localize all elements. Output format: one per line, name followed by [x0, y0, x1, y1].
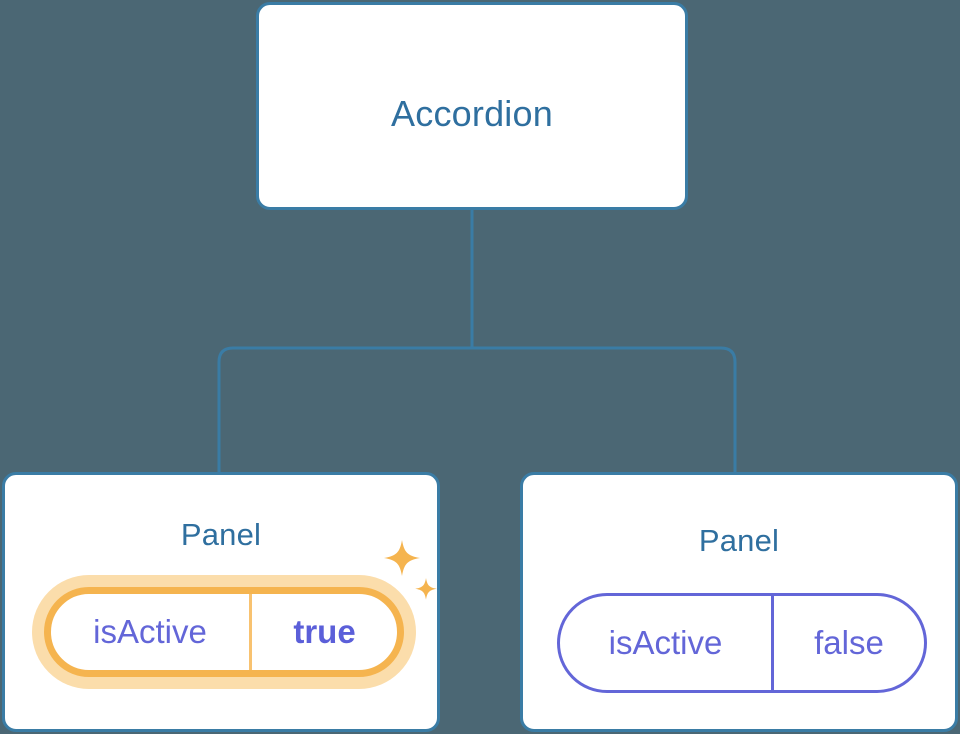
node-accordion-title: Accordion [391, 93, 553, 134]
connector-branch-bus [217, 346, 737, 472]
node-accordion[interactable]: Accordion [256, 2, 688, 210]
node-panel-right[interactable]: Panel isActive false [520, 472, 958, 732]
prop-value-label: true [293, 613, 356, 650]
prop-pill-isactive-true[interactable]: isActive true [44, 587, 404, 677]
prop-value-label: false [814, 624, 884, 661]
node-panel-right-title: Panel [698, 523, 780, 558]
node-panel-left[interactable]: Panel isActive true [2, 472, 440, 732]
node-panel-left-title: Panel [180, 517, 262, 552]
prop-key-label: isActive [51, 594, 252, 670]
prop-pill-isactive-false[interactable]: isActive false [557, 593, 927, 693]
prop-pill-left-wrapper: isActive true [32, 575, 416, 689]
prop-pill-right-wrapper: isActive false [557, 593, 927, 693]
prop-key-label: isActive [560, 596, 774, 690]
